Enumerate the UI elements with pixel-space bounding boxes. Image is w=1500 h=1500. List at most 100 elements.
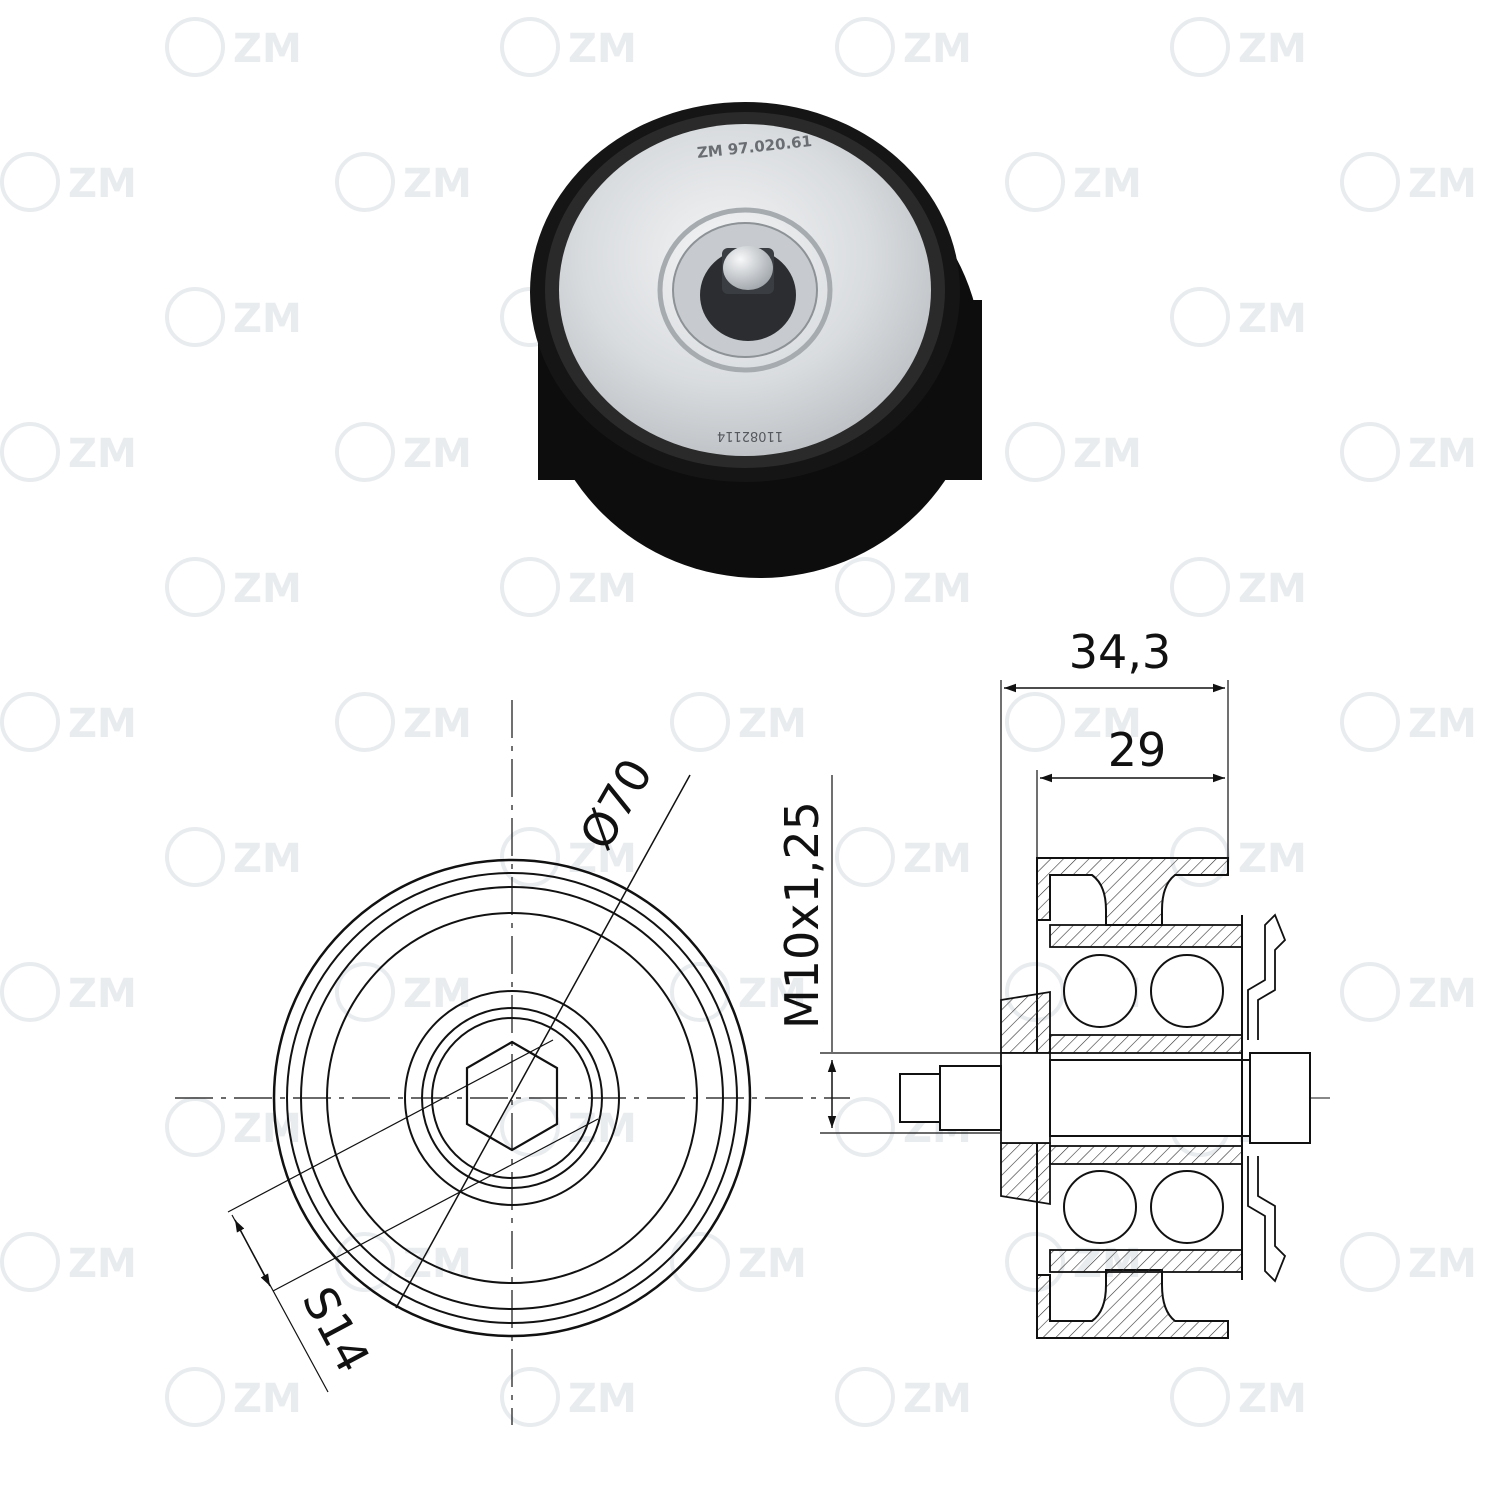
watermark-logo: ZM	[1340, 962, 1477, 1022]
svg-text:ZM: ZM	[1408, 161, 1477, 207]
svg-text:ZM: ZM	[738, 1241, 807, 1287]
watermark-logo: ZM	[500, 827, 637, 887]
spacer-washer-top	[1000, 990, 1051, 1054]
svg-text:ZM: ZM	[1238, 566, 1307, 612]
bearing-ball	[1063, 1170, 1137, 1244]
svg-text:ZM: ZM	[403, 1241, 472, 1287]
bearing-ball	[1063, 954, 1137, 1028]
watermark-logo: ZM	[1005, 692, 1142, 752]
svg-text:ZM: ZM	[1408, 701, 1477, 747]
watermark-logo: ZM	[0, 422, 137, 482]
svg-text:ZM: ZM	[68, 1241, 137, 1287]
bolt-head-side	[1249, 1052, 1311, 1144]
watermark-logo: ZM	[165, 557, 302, 617]
thread-label: M10x1,25	[775, 801, 829, 1029]
bolt-thread	[939, 1065, 1002, 1131]
serial-number-stamp: 11082114	[717, 428, 783, 443]
svg-text:ZM: ZM	[903, 566, 972, 612]
svg-text:ZM: ZM	[738, 971, 807, 1017]
watermark-logo: ZM	[165, 17, 302, 77]
hex-socket	[465, 1040, 559, 1152]
bolt-tip	[899, 1073, 941, 1123]
svg-text:ZM: ZM	[568, 836, 637, 882]
watermark-logo: ZM	[165, 1097, 302, 1157]
watermark-logo: ZM	[335, 962, 472, 1022]
svg-text:ZM: ZM	[1408, 1241, 1477, 1287]
watermark-logo: ZM	[1170, 17, 1307, 77]
pulley-rim-bottom	[1036, 1269, 1229, 1339]
watermark-logo: ZM	[335, 422, 472, 482]
watermark-logo: ZM	[1170, 827, 1307, 887]
watermark-logo: ZM	[165, 287, 302, 347]
svg-text:ZM: ZM	[1073, 431, 1142, 477]
watermark-logo: ZM	[1170, 557, 1307, 617]
bolt-shank	[1049, 1059, 1251, 1137]
svg-text:ZM: ZM	[403, 701, 472, 747]
watermark-logo: ZM	[1340, 692, 1477, 752]
bearing-ball	[1150, 1170, 1224, 1244]
watermark-logo: ZM	[0, 692, 137, 752]
svg-text:ZM: ZM	[903, 836, 972, 882]
pulley-rim-top	[1036, 857, 1229, 926]
svg-text:ZM: ZM	[233, 836, 302, 882]
svg-text:ZM: ZM	[903, 26, 972, 72]
watermark-logo: ZM	[0, 962, 137, 1022]
watermark-logo: ZM	[500, 17, 637, 77]
bearing-ball	[1150, 954, 1224, 1028]
overall-width-label: 34,3	[1069, 625, 1171, 679]
svg-text:ZM: ZM	[68, 161, 137, 207]
watermark-logo: ZM	[1340, 1232, 1477, 1292]
svg-text:ZM: ZM	[1238, 1376, 1307, 1422]
svg-text:ZM: ZM	[68, 701, 137, 747]
svg-text:ZM: ZM	[1238, 26, 1307, 72]
watermark-logo: ZM	[1170, 1367, 1307, 1427]
hex-size-label: S14	[292, 1278, 381, 1381]
svg-text:ZM: ZM	[233, 566, 302, 612]
watermark-logo: ZM	[670, 1232, 807, 1292]
watermark-logo: ZM	[1340, 152, 1477, 212]
watermark-logo: ZM	[500, 557, 637, 617]
svg-text:ZM: ZM	[403, 971, 472, 1017]
spacer-washer-bottom	[1000, 1142, 1051, 1206]
watermark-logo: ZM	[165, 1367, 302, 1427]
side-section-view	[820, 680, 1330, 1339]
svg-text:ZM: ZM	[68, 431, 137, 477]
svg-text:ZM: ZM	[1408, 971, 1477, 1017]
svg-text:ZM: ZM	[403, 161, 472, 207]
watermark-logo: ZM	[670, 692, 807, 752]
svg-text:ZM: ZM	[68, 971, 137, 1017]
outer-diameter-circle	[272, 858, 752, 1338]
watermark-logo: ZM	[1170, 287, 1307, 347]
watermark-logo: ZM	[0, 1232, 137, 1292]
svg-text:ZM: ZM	[233, 26, 302, 72]
watermark-logo: ZM	[335, 152, 472, 212]
watermark-logo: ZM	[835, 17, 972, 77]
svg-text:ZM: ZM	[403, 431, 472, 477]
watermark-logo: ZM	[335, 1232, 472, 1292]
watermark-logo: ZM	[670, 962, 807, 1022]
watermark-logo: ZM	[835, 557, 972, 617]
watermark-logo: ZM	[500, 1367, 637, 1427]
watermark-logo: ZM	[1340, 422, 1477, 482]
svg-text:ZM: ZM	[233, 296, 302, 342]
dust-shield-bottom	[1247, 1156, 1287, 1283]
svg-text:ZM: ZM	[568, 26, 637, 72]
dust-shield-top	[1247, 913, 1287, 1040]
svg-text:ZM: ZM	[1073, 161, 1142, 207]
pulley-width-label: 29	[1108, 723, 1167, 777]
front-view	[175, 700, 850, 1425]
svg-text:ZM: ZM	[903, 1376, 972, 1422]
watermark-logo: ZM	[335, 692, 472, 752]
svg-text:ZM: ZM	[1408, 431, 1477, 477]
watermark-logo: ZM	[0, 152, 137, 212]
svg-text:ZM: ZM	[1238, 296, 1307, 342]
svg-text:ZM: ZM	[568, 1376, 637, 1422]
svg-text:ZM: ZM	[233, 1376, 302, 1422]
svg-text:ZM: ZM	[1073, 701, 1142, 747]
svg-text:ZM: ZM	[1238, 836, 1307, 882]
svg-text:ZM: ZM	[233, 1106, 302, 1152]
watermark-logo: ZM	[835, 1367, 972, 1427]
watermark-logo: ZM	[835, 827, 972, 887]
pulley-photo: ZM 97.020.61 11082114	[530, 102, 982, 578]
